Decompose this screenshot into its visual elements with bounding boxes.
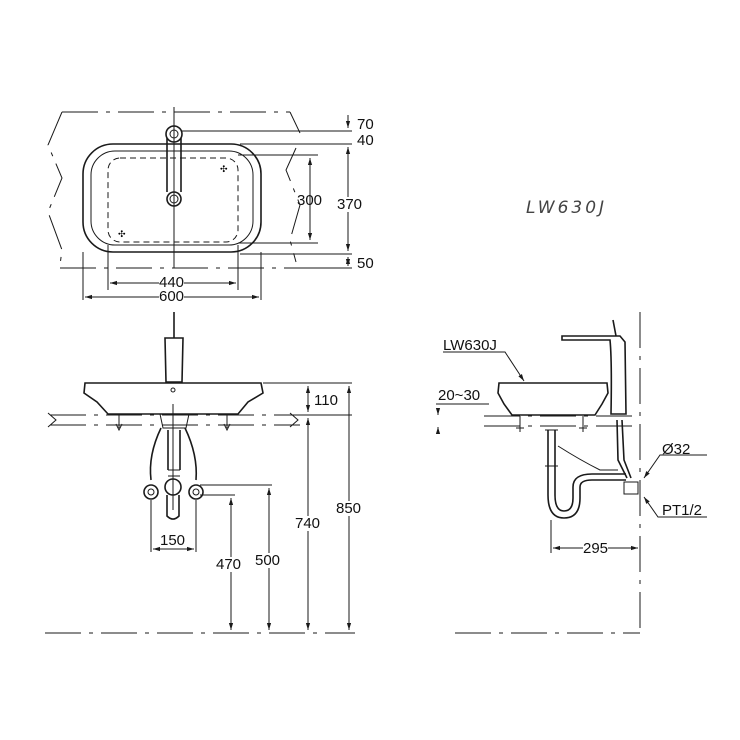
callout-model: LW630J: [443, 337, 497, 354]
svg-text:✣: ✣: [220, 165, 228, 175]
front-view: [45, 312, 355, 634]
dim-20-30: 20~30: [438, 387, 481, 404]
dim-50: 50: [357, 255, 374, 272]
dim-850: 850: [336, 500, 362, 517]
dim-500: 500: [255, 552, 281, 569]
model-title: LW630J: [526, 198, 608, 218]
dim-295: 295: [583, 540, 609, 557]
dim-440: 440: [159, 274, 185, 291]
dim-40: 40: [357, 132, 374, 149]
dim-300: 300: [297, 192, 323, 209]
dim-70: 70: [357, 116, 374, 133]
dim-150: 150: [160, 532, 186, 549]
dim-diameter-32: Ø32: [662, 441, 691, 458]
svg-text:✣: ✣: [118, 230, 126, 240]
side-view: [435, 312, 707, 634]
dim-740: 740: [295, 515, 321, 532]
dim-470: 470: [216, 556, 242, 573]
dim-110: 110: [314, 392, 338, 409]
dim-370: 370: [337, 196, 363, 213]
dim-600: 600: [159, 288, 185, 305]
dim-pt-1-2: PT1/2: [662, 502, 703, 519]
